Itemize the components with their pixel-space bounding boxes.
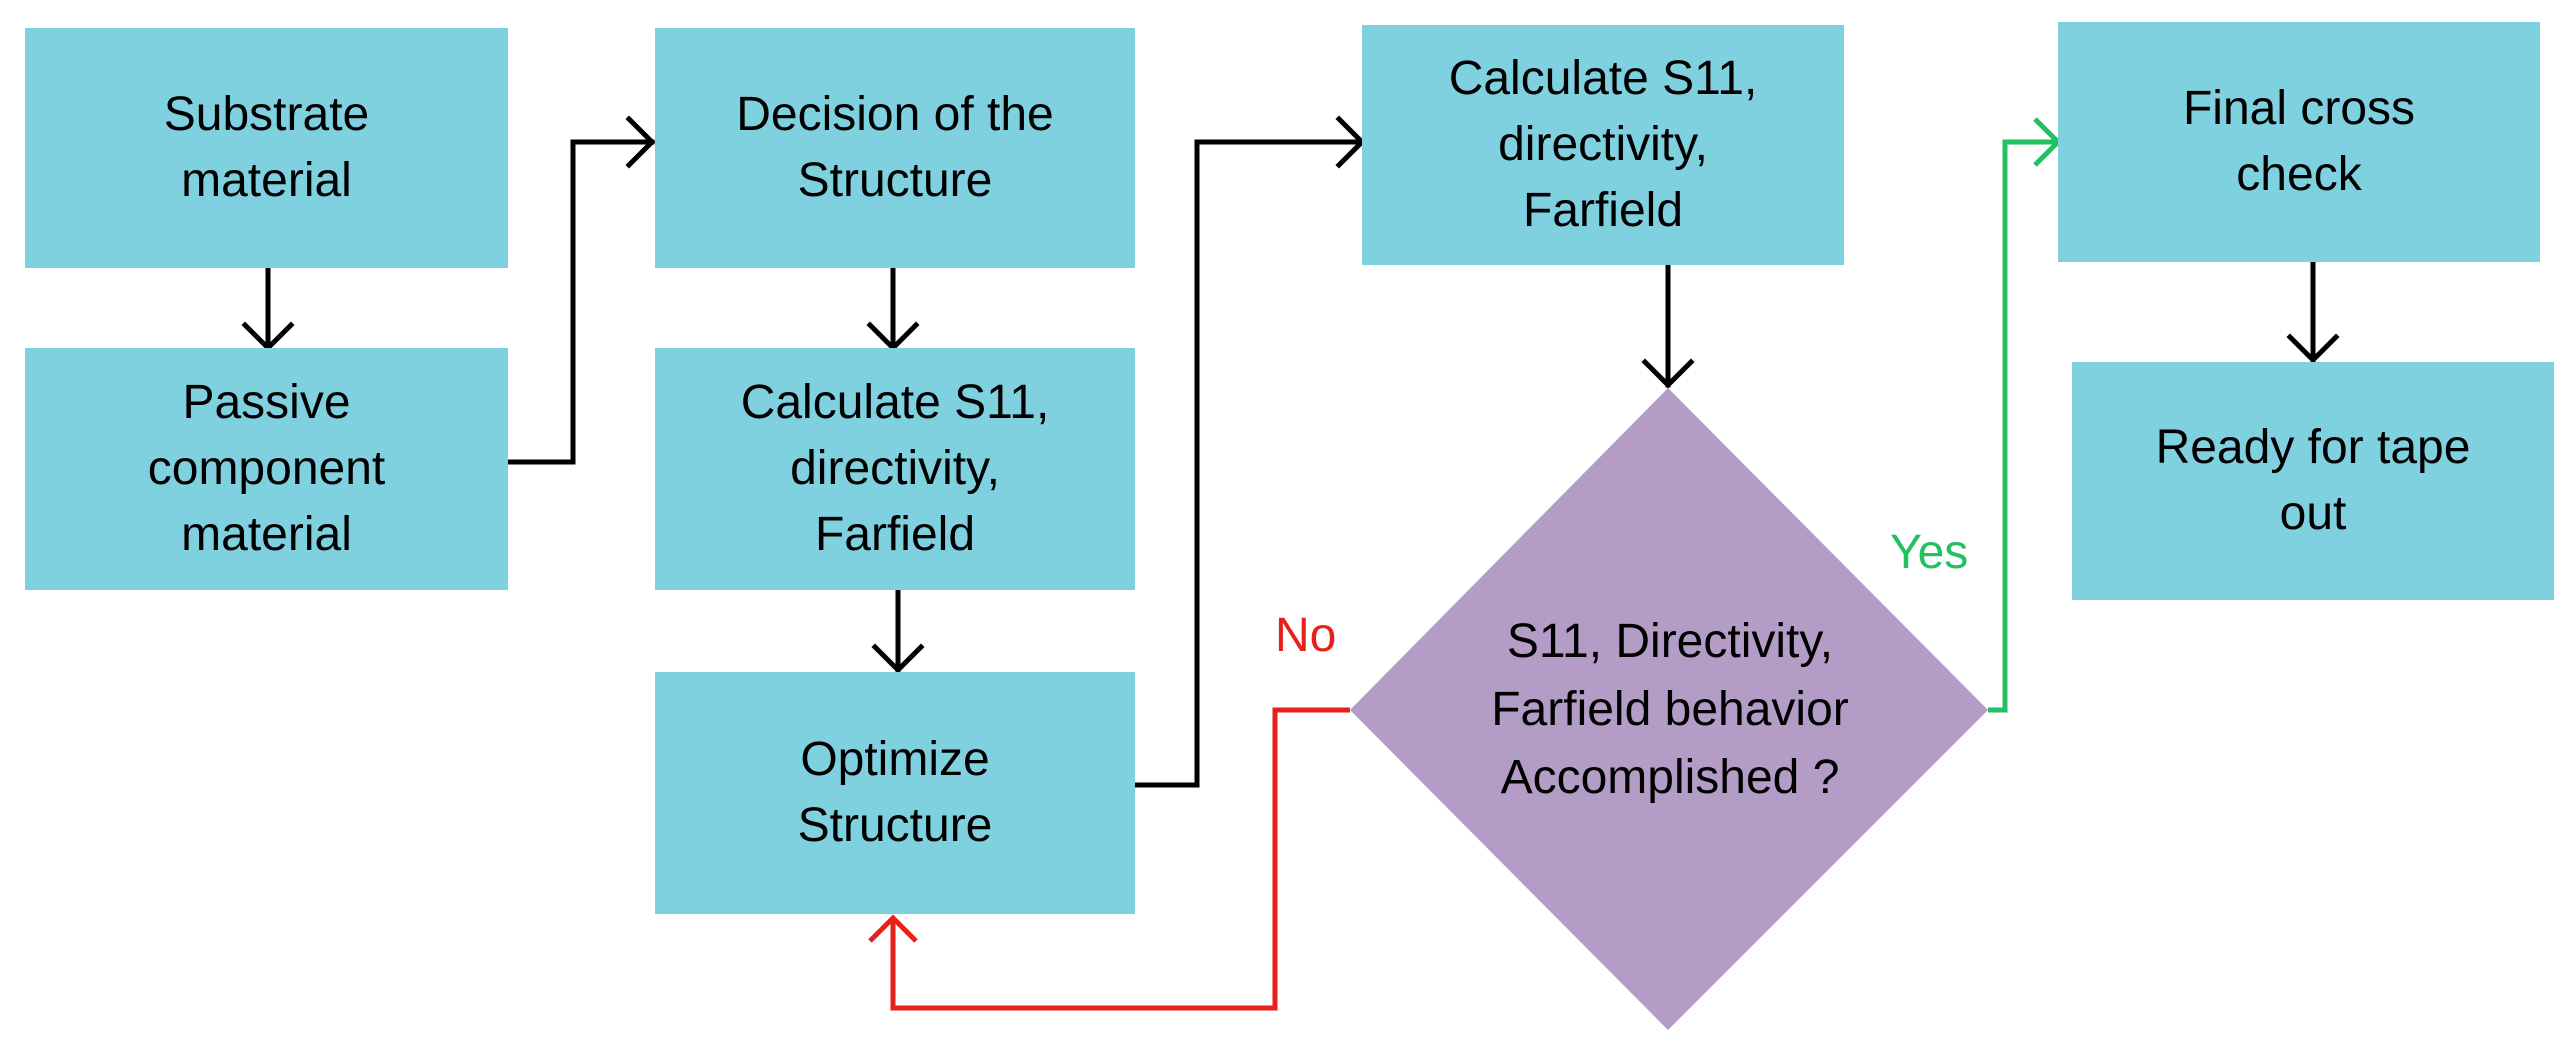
decision-diamond: [1350, 388, 1988, 1030]
box-decision-of-structure: Decision of the Structure: [655, 28, 1135, 268]
box-final-cross-check: Final cross check: [2058, 22, 2540, 262]
box-passive-component-material-label: Passive component material: [147, 376, 386, 561]
arrow-calc-top-to-diamond: [1641, 262, 1695, 389]
arrow-calc-left-to-optimize: [871, 587, 925, 674]
box-calculate-top: Calculate S11, directivity, Farfield: [1362, 25, 1844, 265]
edge-label-no: No: [1275, 609, 1337, 662]
box-calculate-top-label: Calculate S11, directivity, Farfield: [1448, 52, 1758, 237]
box-ready-for-tape-out: Ready for tape out: [2072, 362, 2554, 600]
box-substrate-material: Substrate material: [25, 28, 508, 268]
arrow-decision-to-calc-left: [866, 265, 920, 352]
box-calculate-left: Calculate S11, directivity, Farfield: [655, 348, 1135, 590]
edge-label-yes: Yes: [1890, 526, 1969, 579]
box-final-cross-check-label: Final cross check: [2182, 82, 2416, 201]
arrow-no-loop: [868, 707, 1350, 1011]
arrow-final-check-to-ready: [2286, 259, 2340, 364]
arrow-substrate-to-passive: [241, 265, 295, 352]
box-optimize-structure-label: Optimize Structure: [797, 733, 993, 852]
box-substrate-material-label: Substrate material: [163, 88, 370, 207]
box-decision-of-structure-label: Decision of the Structure: [736, 88, 1054, 207]
decision-diamond-label: S11, Directivity, Farfield behavior Acco…: [1491, 615, 1849, 804]
box-passive-component-material: Passive component material: [25, 348, 508, 590]
arrow-passive-to-decision: [505, 115, 656, 465]
box-optimize-structure: Optimize Structure: [655, 672, 1135, 914]
box-ready-for-tape-out-label: Ready for tape out: [2155, 421, 2471, 540]
box-calculate-left-label: Calculate S11, directivity, Farfield: [740, 376, 1050, 561]
arrow-optimize-to-calc-top: [1132, 115, 1366, 788]
